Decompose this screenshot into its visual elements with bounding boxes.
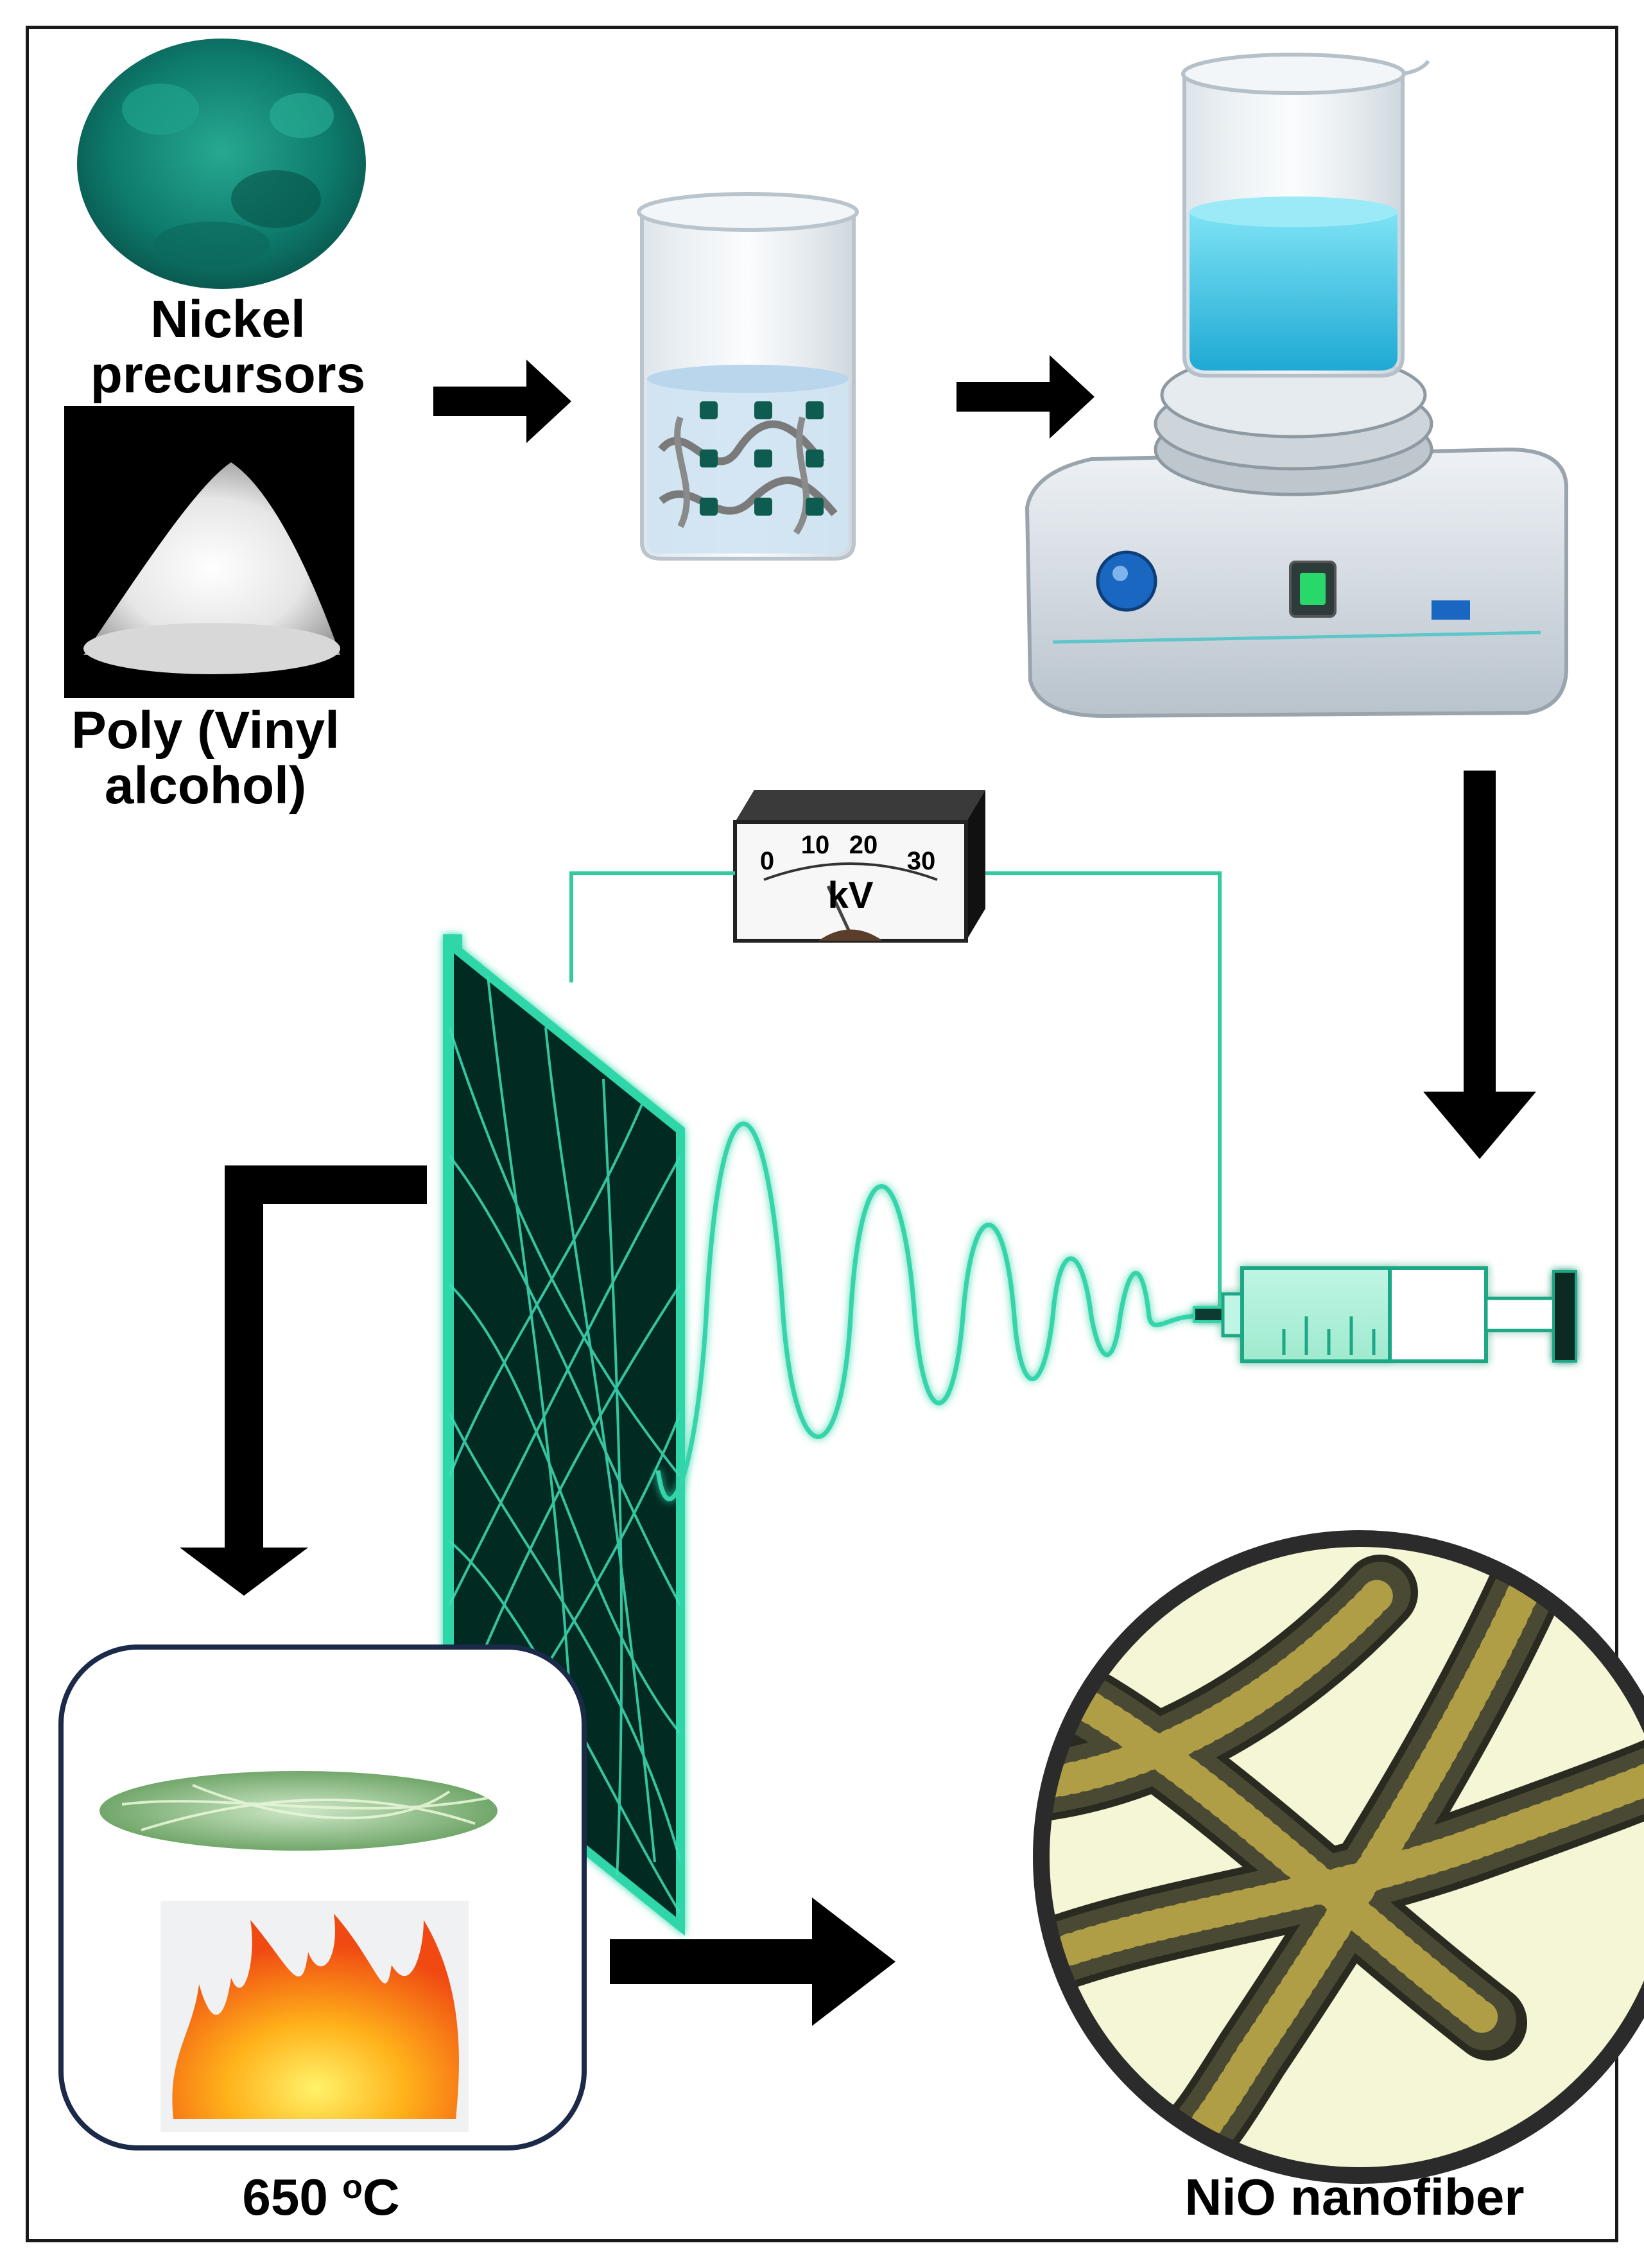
nickel-precursors-label: Nickel precursors — [67, 292, 388, 403]
voltmeter — [733, 790, 985, 943]
nickel-precursor-crystals — [77, 39, 366, 289]
syringe — [1193, 1266, 1577, 1363]
mixing-beaker — [637, 192, 859, 561]
temperature-label: 650 oC — [193, 2170, 449, 2224]
voltmeter-unit: kV — [827, 875, 874, 916]
nio-nanofiber-label: NiO nanofiber — [1184, 2168, 1525, 2226]
temperature-degree: o — [342, 2168, 363, 2206]
arrow-to-furnace — [180, 1165, 427, 1596]
temperature-value: 650 — [242, 2168, 343, 2226]
arrow-to-stirrer — [956, 355, 1095, 439]
pva-label-line2: alcohol) — [104, 756, 307, 816]
voltmeter-tick-10: 10 — [800, 831, 830, 859]
magnetic-stirrer — [1025, 53, 1568, 719]
arrow-to-product — [610, 1897, 896, 2026]
electrospinning-jet — [655, 1121, 1195, 1501]
furnace — [58, 1644, 587, 2150]
nickel-label-line2: precursors — [90, 345, 366, 405]
voltmeter-tick-30: 30 — [906, 847, 936, 875]
temperature-unit: C — [362, 2168, 400, 2226]
arrow-to-beaker — [433, 360, 571, 443]
flame-icon — [172, 1914, 459, 2119]
voltmeter-tick-20: 20 — [849, 831, 878, 859]
voltmeter-tick-0: 0 — [759, 847, 775, 875]
nio-nanofiber-image — [1033, 1530, 1644, 2184]
pva-label-line1: Poly (Vinyl — [71, 701, 340, 760]
pva-powder-photo — [64, 406, 354, 698]
figure-frame — [26, 26, 1618, 2242]
nickel-label-line1: Nickel — [150, 290, 306, 349]
pva-label: Poly (Vinyl alcohol) — [39, 701, 372, 816]
arrow-to-syringe — [1423, 771, 1536, 1159]
